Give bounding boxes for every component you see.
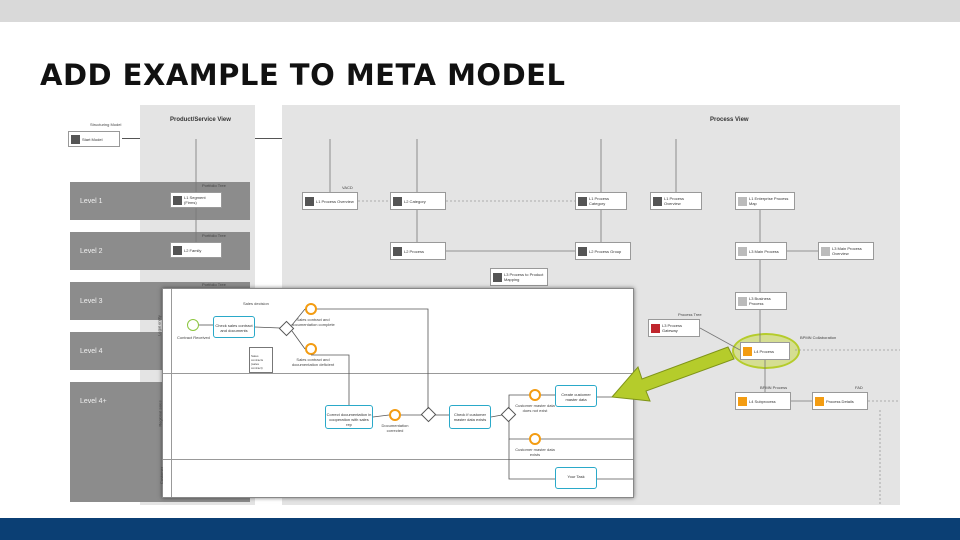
- corrected-event[interactable]: [389, 409, 401, 421]
- start-event-label: Contract Received: [177, 335, 210, 340]
- bottom-bar: [0, 518, 960, 540]
- deficient-event[interactable]: [305, 343, 317, 355]
- l3-business-process-node[interactable]: L3 Business Process: [735, 292, 787, 310]
- hierarchy-icon: [738, 196, 747, 206]
- background-connectors: [195, 139, 900, 505]
- l3-main-process-node[interactable]: L3 Main Process: [735, 242, 787, 260]
- start-model-node[interactable]: Start Model: [68, 131, 120, 147]
- not-exist-event-label: Customer master data does not exist: [515, 403, 555, 413]
- complete-event-label: Sales contract and documentation complet…: [291, 317, 335, 327]
- not-exist-event[interactable]: [529, 389, 541, 401]
- deficient-event-label: Sales contract and documentation deficie…: [291, 357, 335, 367]
- hierarchy-icon: [821, 246, 830, 256]
- bpmn-example-popup: Legal entity Regional sales Customer Con…: [157, 288, 634, 498]
- sales-contract-doc[interactable]: Sales contracts (sales contract): [249, 347, 273, 373]
- hierarchy-icon: [173, 245, 182, 255]
- hierarchy-icon: [305, 196, 314, 206]
- hierarchy-icon: [578, 246, 587, 256]
- process-icon: [743, 346, 752, 356]
- structuring-model-label: Structuring Model: [90, 122, 122, 127]
- l3-main-overview-node[interactable]: L3 Main Process Overview: [818, 242, 874, 260]
- exists-event[interactable]: [529, 433, 541, 445]
- portfolio-tree-label-3: Portfolio Tree: [202, 282, 226, 287]
- pool-separator: [163, 459, 633, 460]
- pointer-arrow: [610, 346, 735, 402]
- top-bar: [0, 0, 960, 22]
- popup-flow-lines: [199, 308, 633, 480]
- fad-label: FAD: [855, 385, 863, 390]
- l4-subprocess-node[interactable]: L4 Subprocess: [735, 392, 791, 410]
- l1-process-overview-right-node[interactable]: L1 Process Overview: [650, 192, 702, 210]
- check-customer-task[interactable]: Check if customer master data exists: [449, 405, 491, 429]
- pool-separator: [163, 373, 633, 374]
- slide-title: ADD EXAMPLE TO META MODEL: [40, 58, 566, 92]
- correct-documentation-task[interactable]: Correct documentation in cooperation wit…: [325, 405, 373, 429]
- l2-category-node[interactable]: L2 Category: [390, 192, 446, 210]
- l1-process-category-node[interactable]: L1 Process Category: [575, 192, 627, 210]
- product-view-title: Product/Service View: [170, 117, 231, 123]
- hierarchy-icon: [493, 272, 502, 282]
- l1-segment-node[interactable]: L1 Segment (Firms): [170, 192, 222, 208]
- l2-process-node[interactable]: L2 Process: [390, 242, 446, 260]
- hierarchy-icon: [71, 134, 80, 144]
- l2-process-group-node[interactable]: L2 Process Group: [575, 242, 631, 260]
- portfolio-tree-label-1: Portfolio Tree: [202, 183, 226, 188]
- vaco-label: VACD: [342, 185, 353, 190]
- bpmn-process-label: BPMN Process: [760, 385, 788, 390]
- process-view-title: Process View: [710, 117, 749, 123]
- process-icon: [815, 396, 824, 406]
- check-contract-task[interactable]: Check sales contract and documents: [213, 316, 255, 338]
- l4-process-node[interactable]: L4 Process: [740, 342, 790, 360]
- bpmn-collaboration-label: BPMN Collaboration: [800, 335, 837, 340]
- process-tree-label: Process Tree: [678, 312, 702, 317]
- hierarchy-icon: [173, 195, 182, 205]
- start-event[interactable]: [187, 319, 199, 331]
- hierarchy-icon: [578, 196, 587, 206]
- portfolio-tree-label-2: Portfolio Tree: [202, 233, 226, 238]
- sales-decision-doc: Sales decision: [243, 301, 269, 306]
- hierarchy-icon: [393, 246, 402, 256]
- l3-process-gateway-node[interactable]: L3 Process Gateway: [648, 319, 700, 337]
- l1-process-overview-node[interactable]: L1 Process Overview: [302, 192, 358, 210]
- hierarchy-icon: [393, 196, 402, 206]
- l2-family-node[interactable]: L2 Family: [170, 242, 222, 258]
- l1-enterprise-map-node[interactable]: L1 Enterprise Process Map: [735, 192, 795, 210]
- process-icon: [651, 323, 660, 333]
- exists-event-label: Customer master data exists: [515, 447, 555, 457]
- process-details-node[interactable]: Process Details: [812, 392, 868, 410]
- create-customer-task[interactable]: Create customer master data: [555, 385, 597, 407]
- your-task[interactable]: Your Task: [555, 467, 597, 489]
- hierarchy-icon: [653, 196, 662, 206]
- complete-event[interactable]: [305, 303, 317, 315]
- meta-model-diagram: Structuring Model Start Model Product/Se…: [60, 105, 900, 505]
- process-icon: [738, 396, 747, 406]
- l3-product-mapping-node[interactable]: L3 Process to Product Mapping: [490, 268, 548, 286]
- hierarchy-icon: [738, 296, 747, 306]
- corrected-event-label: Documentation corrected: [381, 423, 409, 433]
- hierarchy-icon: [738, 246, 747, 256]
- pool-label-separator: [171, 289, 172, 497]
